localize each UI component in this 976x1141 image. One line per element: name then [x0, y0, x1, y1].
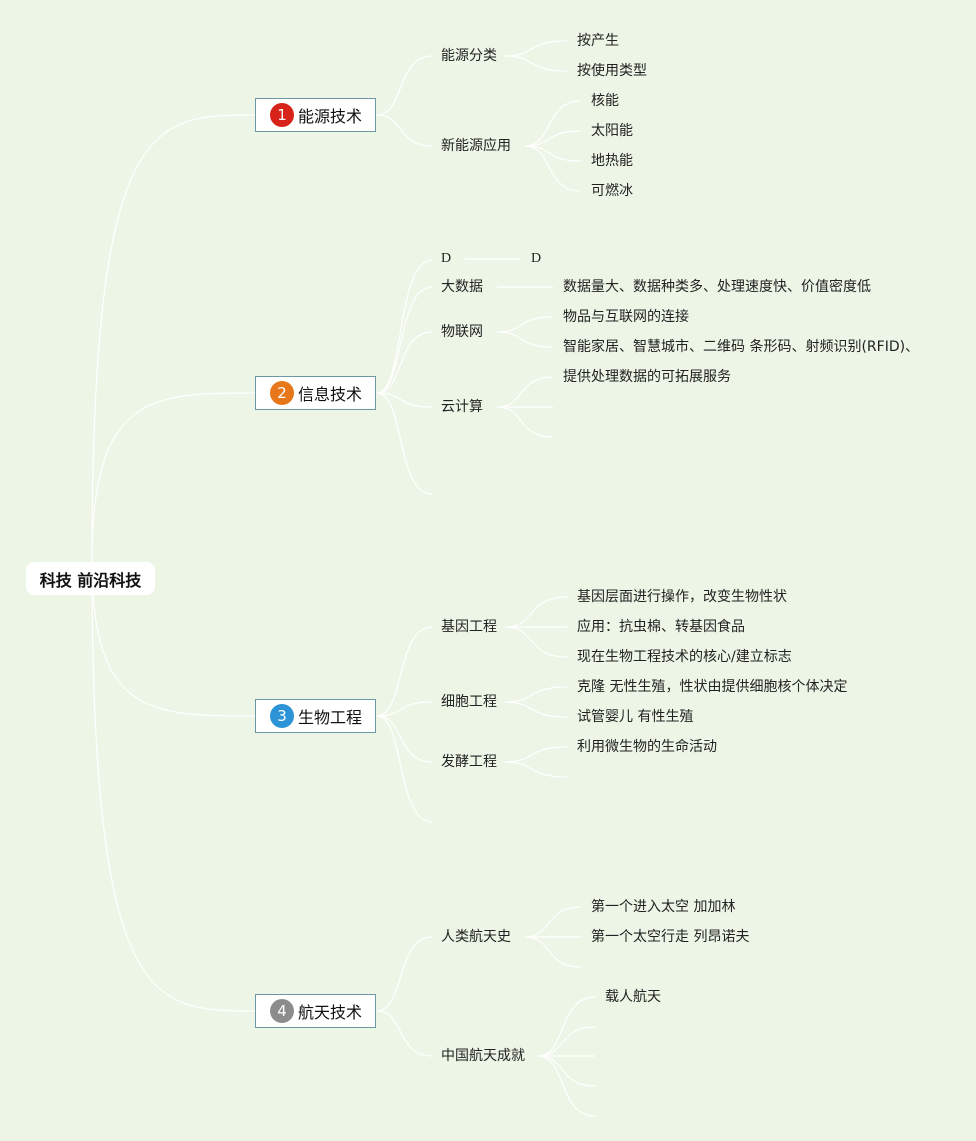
leaf-iot-applications[interactable]: 智能家居、智慧城市、二维码 条形码、射频识别(RFID)、 — [563, 339, 920, 355]
leaf-link-2-3 — [524, 145, 582, 162]
subtopic-cloud-computing[interactable]: 云计算 — [441, 399, 483, 415]
branch-info-tech[interactable]: 2 信息技术 — [255, 376, 376, 410]
leaf-link-7-1 — [504, 686, 568, 703]
number-badge-3-icon: 3 — [270, 704, 294, 728]
branch-energy-tech[interactable]: 1 能源技术 — [255, 98, 376, 132]
branch-link-3-3 — [376, 715, 433, 763]
branch-link-4-2 — [376, 1010, 433, 1057]
leaf-link-5-3 — [496, 406, 554, 438]
root-link-1 — [91, 114, 256, 563]
leaf-solar[interactable]: 太阳能 — [591, 123, 633, 139]
branch-link-2-1 — [376, 259, 433, 394]
leaf-link-4-2 — [496, 331, 554, 348]
branch-aerospace-tech-label: 航天技术 — [298, 1003, 363, 1022]
leaf-gene-core[interactable]: 现在生物工程技术的核心/建立标志 — [577, 649, 792, 665]
subtopic-genetic-engineering[interactable]: 基因工程 — [441, 619, 497, 635]
number-badge-1-icon: 1 — [270, 103, 294, 127]
leaf-link-8-2 — [504, 761, 568, 778]
leaf-link-1-2 — [504, 55, 568, 72]
leaf-cloud-service[interactable]: 提供处理数据的可拓展服务 — [563, 369, 731, 385]
branch-bio-engineering[interactable]: 3 生物工程 — [255, 699, 376, 733]
leaf-link-10-1 — [537, 996, 596, 1057]
branch-energy-tech-label: 能源技术 — [298, 107, 363, 126]
leaf-gagarin[interactable]: 第一个进入太空 加加林 — [591, 899, 736, 915]
root-link-3 — [91, 561, 256, 717]
leaf-link-10-2 — [537, 1026, 596, 1057]
leaf-link-7-2 — [504, 701, 568, 718]
leaf-link-6-3 — [504, 626, 568, 658]
branch-link-2-2 — [376, 286, 433, 394]
leaf-link-9-1 — [524, 906, 582, 938]
leaf-link-2-2 — [524, 130, 582, 147]
leaf-gene-application[interactable]: 应用：抗虫棉、转基因食品 — [577, 619, 745, 635]
root-topic-label: 科技 前沿科技 — [39, 570, 142, 590]
subtopic-energy-classification[interactable]: 能源分类 — [441, 48, 497, 64]
root-link-2 — [91, 392, 256, 563]
branch-bio-engineering-label: 生物工程 — [298, 708, 363, 727]
branch-link-2-5 — [376, 392, 433, 495]
branch-link-4-1 — [376, 936, 433, 1012]
leaf-by-usage-type[interactable]: 按使用类型 — [577, 63, 647, 79]
subtopic-new-energy[interactable]: 新能源应用 — [441, 138, 511, 154]
leaf-link-8-1 — [504, 746, 568, 763]
branch-aerospace-tech[interactable]: 4 航天技术 — [255, 994, 376, 1028]
leaf-cloning[interactable]: 克隆 无性生殖，性状由提供细胞核个体决定 — [577, 679, 848, 695]
leaf-link-2-1 — [524, 100, 582, 147]
leaf-by-production[interactable]: 按产生 — [577, 33, 619, 49]
root-link-4 — [91, 561, 256, 1012]
leaf-nuclear[interactable]: 核能 — [591, 93, 619, 109]
branch-link-1-1 — [376, 55, 433, 116]
leaf-link-1-1 — [504, 40, 568, 57]
branch-info-tech-label: 信息技术 — [298, 385, 363, 404]
branch-link-3-2 — [376, 701, 433, 717]
leaf-link-9-3 — [524, 936, 582, 968]
subtopic-space-history[interactable]: 人类航天史 — [441, 929, 511, 945]
branch-link-1-2 — [376, 114, 433, 147]
subtopic-china-achievements[interactable]: 中国航天成就 — [441, 1048, 525, 1064]
branch-link-2-4 — [376, 392, 433, 408]
leaf-iot-definition[interactable]: 物品与互联网的连接 — [563, 309, 689, 325]
subtopic-fermentation[interactable]: 发酵工程 — [441, 754, 497, 770]
subtopic-cell-engineering[interactable]: 细胞工程 — [441, 694, 497, 710]
number-badge-2-icon: 2 — [270, 381, 294, 405]
leaf-gene-operation[interactable]: 基因层面进行操作，改变生物性状 — [577, 589, 787, 605]
number-badge-4-icon: 4 — [270, 999, 294, 1023]
subtopic-d[interactable]: D — [441, 251, 452, 266]
leaf-big-data-features[interactable]: 数据量大、数据种类多、处理速度快、价值密度低 — [563, 279, 871, 295]
branch-link-3-1 — [376, 626, 433, 717]
leaf-geothermal[interactable]: 地热能 — [591, 153, 633, 169]
leaf-link-10-4 — [537, 1055, 596, 1087]
subtopic-big-data[interactable]: 大数据 — [441, 279, 483, 295]
leaf-link-4-1 — [496, 316, 554, 333]
leaf-leonov[interactable]: 第一个太空行走 列昂诺夫 — [591, 929, 750, 945]
leaf-d[interactable]: D — [531, 251, 542, 266]
leaf-link-5-1 — [496, 376, 554, 408]
branch-link-3-4 — [376, 715, 433, 823]
branch-link-2-3 — [376, 331, 433, 394]
leaf-manned-spaceflight[interactable]: 载人航天 — [605, 989, 661, 1005]
leaf-ivf[interactable]: 试管婴儿 有性生殖 — [577, 709, 694, 725]
subtopic-iot[interactable]: 物联网 — [441, 324, 483, 340]
leaf-link-10-5 — [537, 1055, 596, 1117]
leaf-combustible-ice[interactable]: 可燃冰 — [591, 183, 633, 199]
leaf-microorganism[interactable]: 利用微生物的生命活动 — [577, 739, 717, 755]
leaf-link-6-1 — [504, 596, 568, 628]
leaf-link-2-4 — [524, 145, 582, 192]
root-topic[interactable]: 科技 前沿科技 — [26, 562, 155, 595]
